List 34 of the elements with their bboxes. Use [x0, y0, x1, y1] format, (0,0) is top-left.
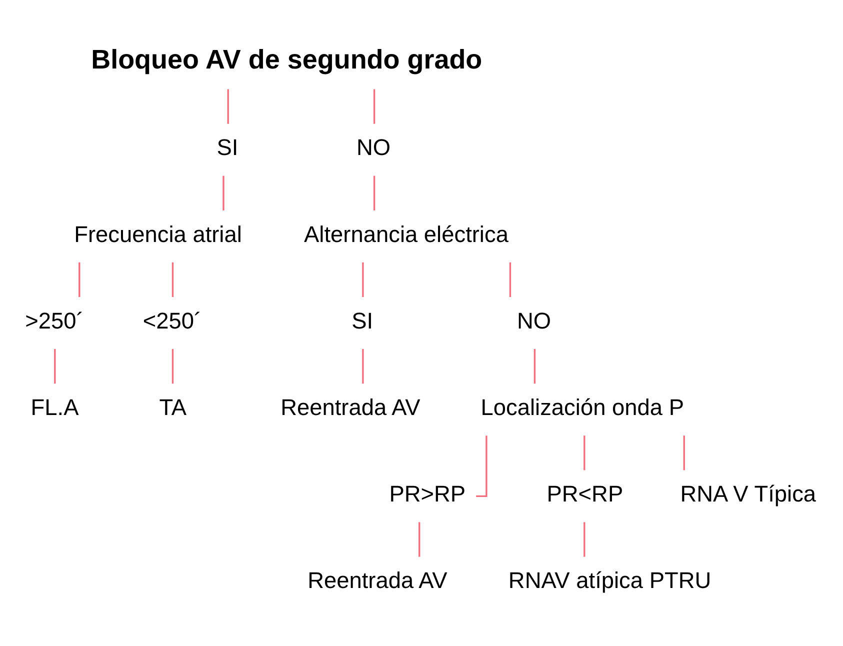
node-text: SI	[216, 134, 238, 160]
node-text: RNA V Típica	[680, 480, 816, 507]
node-text: >250´	[25, 307, 84, 334]
connector	[373, 176, 376, 210]
node-text: TA	[159, 394, 187, 420]
node-text: Bloqueo AV de segundo grado	[91, 44, 482, 74]
connector	[509, 262, 512, 298]
node-text: PR<RP	[546, 480, 624, 507]
node-text: PR>RP	[389, 480, 466, 507]
connector	[362, 348, 364, 384]
node-text: SI	[352, 307, 374, 334]
connector	[227, 89, 229, 124]
node-text: FL.A	[30, 394, 79, 420]
node-text: NO	[356, 134, 391, 160]
connector	[362, 262, 364, 298]
connector	[172, 348, 174, 384]
connector	[683, 436, 685, 470]
connector	[534, 348, 536, 384]
node-text: Frecuencia atrial	[74, 220, 242, 247]
node-text: RNAV atípica PTRU	[508, 567, 712, 594]
connector	[222, 176, 224, 210]
connector	[584, 522, 586, 557]
node-text: <250´	[142, 307, 202, 334]
connector	[54, 348, 56, 384]
connector	[418, 522, 420, 557]
connector	[78, 262, 80, 298]
connector	[373, 89, 376, 124]
connector	[172, 262, 174, 298]
node-text: Localización onda P	[480, 394, 684, 420]
node-text: Alternancia eléctrica	[304, 220, 508, 247]
connector	[584, 436, 586, 470]
node-text: Reentrada AV	[280, 394, 420, 420]
node-text: NO	[516, 307, 552, 334]
node-text: Reentrada AV	[308, 567, 448, 594]
